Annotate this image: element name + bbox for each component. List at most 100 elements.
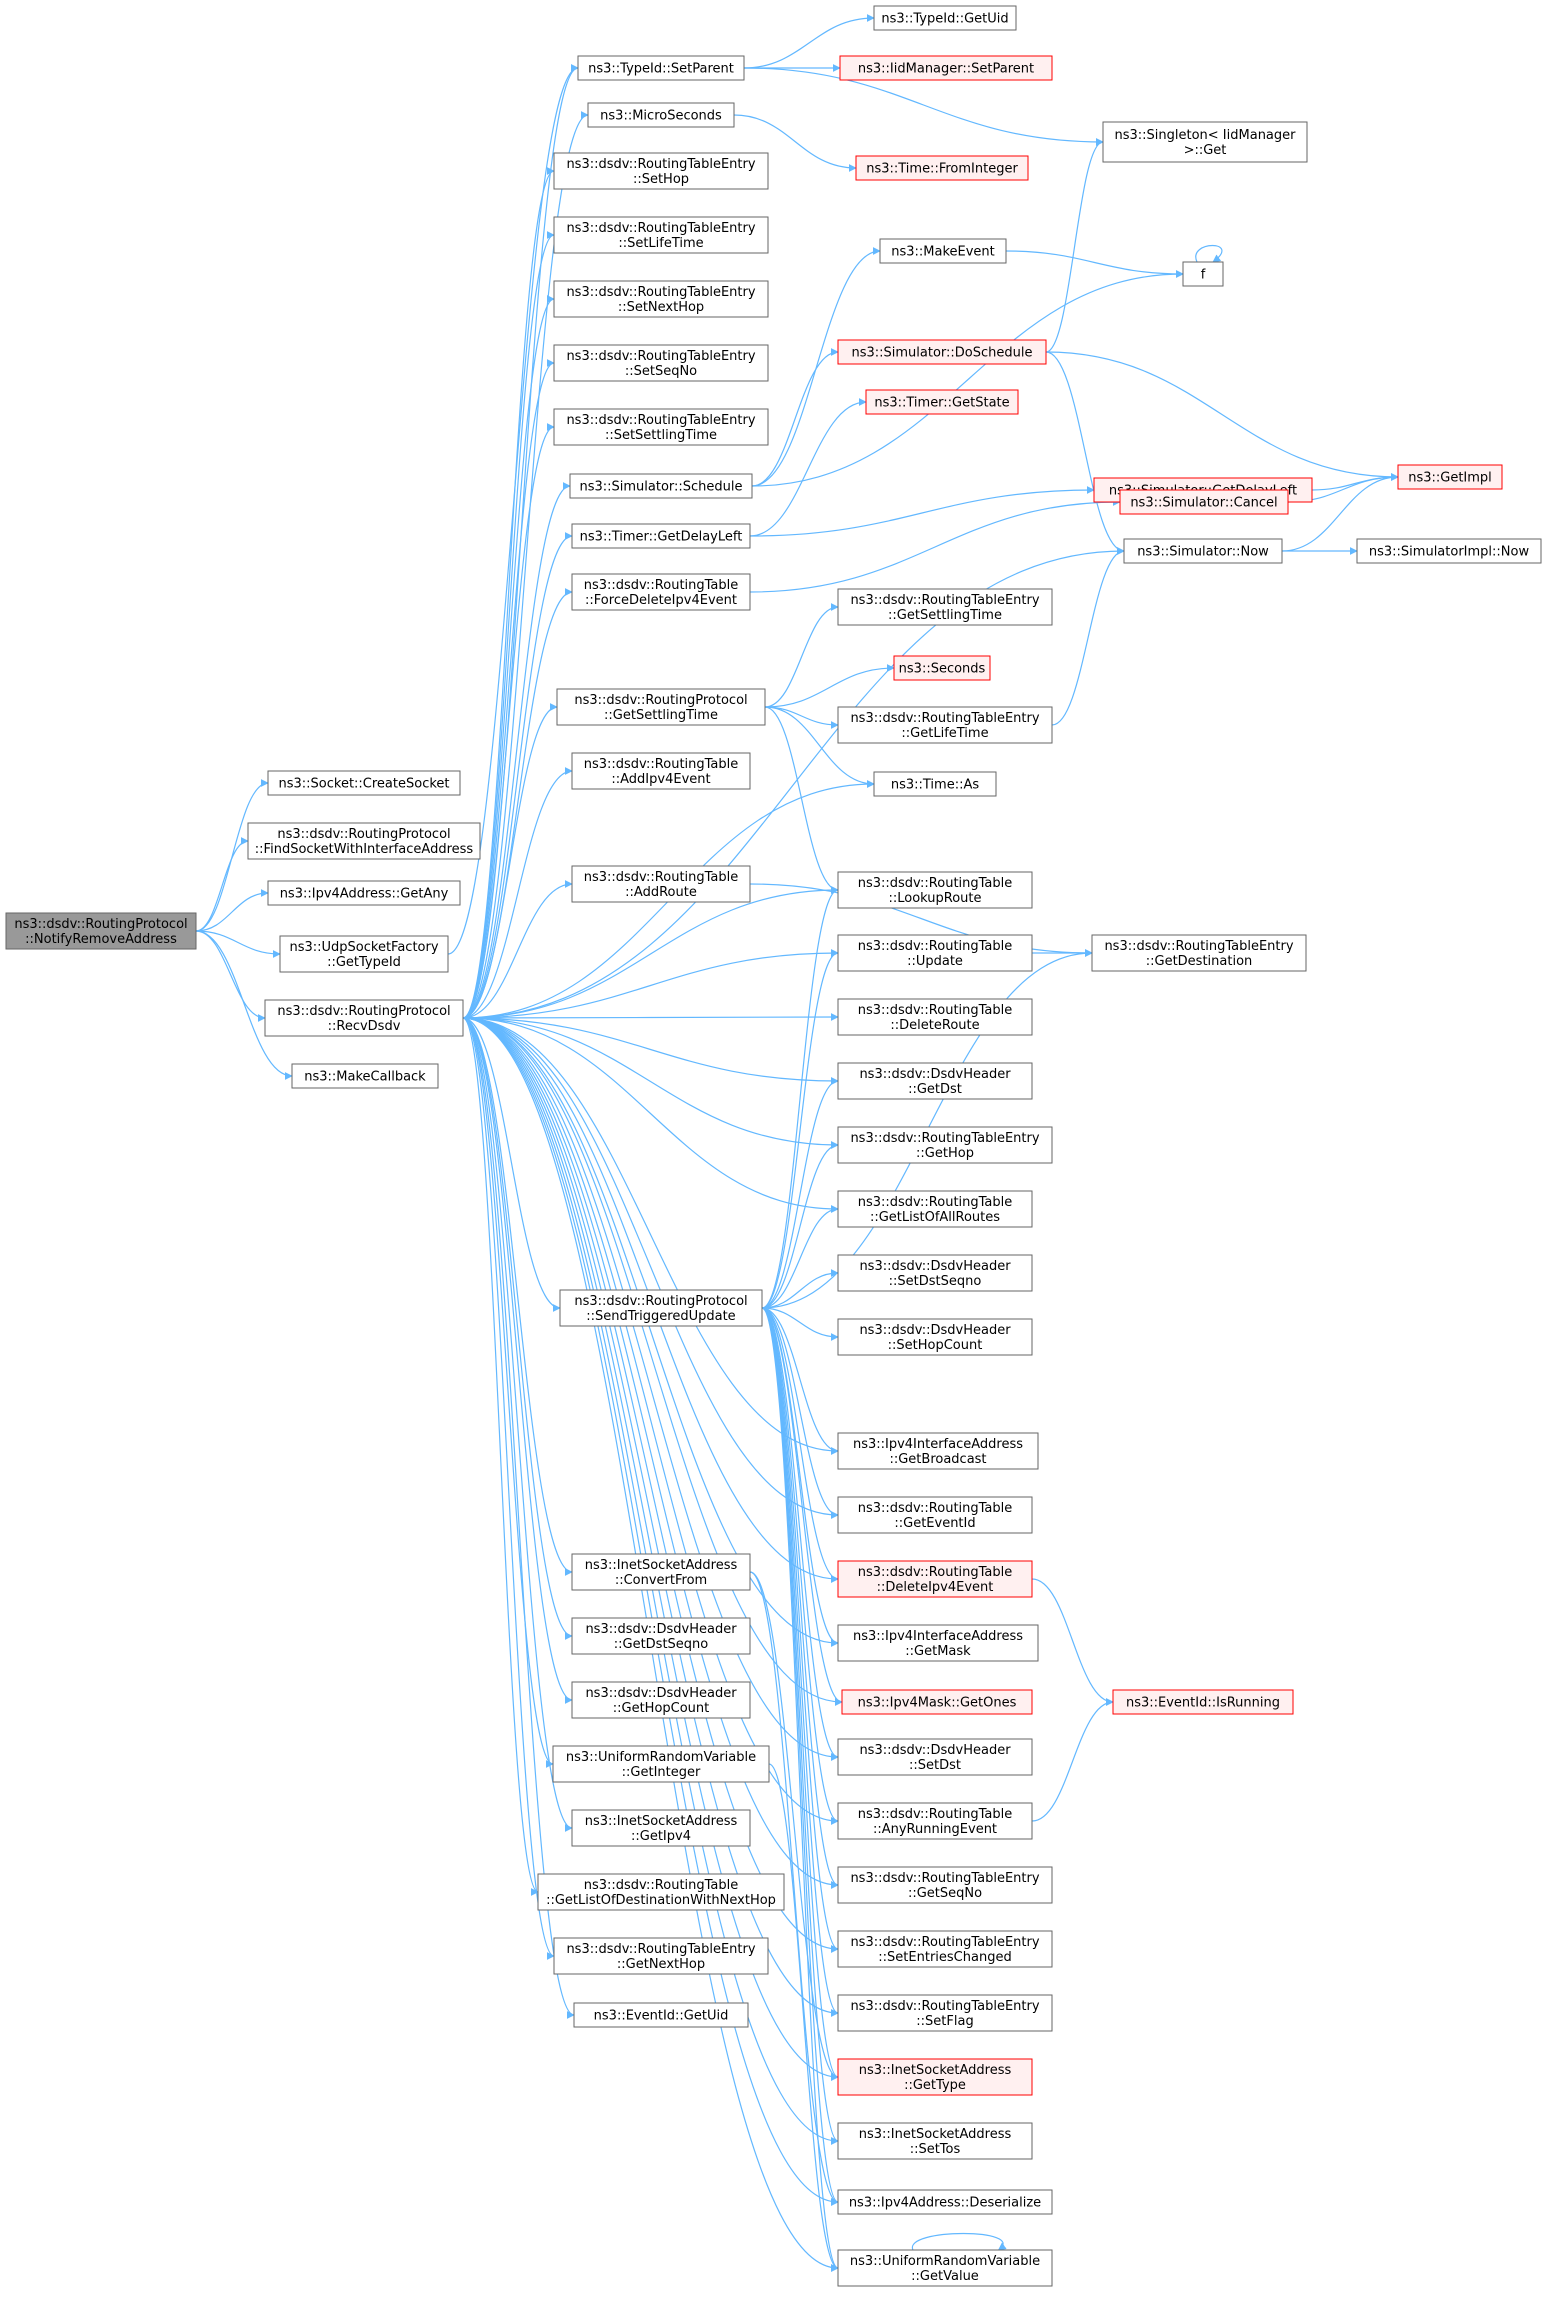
node-iidSetParent[interactable]: ns3::IidManager::SetParent (839, 55, 1053, 81)
node-label-getListAll-1: ::GetListOfAllRoutes (870, 1210, 1000, 1225)
node-now[interactable]: ns3::Simulator::Now (1123, 538, 1283, 564)
edge-getLifeTime-to-now (1051, 547, 1125, 726)
node-getDstSeqno[interactable]: ns3::dsdv::DsdvHeader::GetDstSeqno (571, 1617, 751, 1655)
node-label-getType-0: ns3::InetSocketAddress (859, 2063, 1012, 2078)
node-setHopCount[interactable]: ns3::dsdv::DsdvHeader::SetHopCount (837, 1318, 1033, 1356)
node-getDestination[interactable]: ns3::dsdv::RoutingTableEntry::GetDestina… (1091, 934, 1307, 972)
node-setHop[interactable]: ns3::dsdv::RoutingTableEntry::SetHop (553, 152, 769, 190)
edge-recvDsdv-to-getDelayLeft (462, 532, 573, 1019)
node-label-setSeqNo-0: ns3::dsdv::RoutingTableEntry (566, 349, 755, 364)
node-fromInteger[interactable]: ns3::Time::FromInteger (855, 155, 1029, 181)
node-label-udpTypeId-0: ns3::UdpSocketFactory (289, 940, 438, 955)
node-getDelayLeft[interactable]: ns3::Timer::GetDelayLeft (571, 523, 751, 549)
edge-root-to-recvDsdv (195, 930, 266, 1022)
node-getListAll[interactable]: ns3::dsdv::RoutingTable::GetListOfAllRou… (837, 1190, 1033, 1228)
node-seconds[interactable]: ns3::Seconds (893, 655, 991, 681)
node-getUid[interactable]: ns3::EventId::GetUid (573, 2002, 749, 2028)
node-forceDelete[interactable]: ns3::dsdv::RoutingTable::ForceDeleteIpv4… (571, 573, 751, 611)
node-getValue[interactable]: ns3::UniformRandomVariable::GetValue (837, 2249, 1053, 2287)
node-box-setHop (553, 152, 769, 190)
node-createSocket[interactable]: ns3::Socket::CreateSocket (267, 770, 461, 796)
node-getMask[interactable]: ns3::Ipv4InterfaceAddress::GetMask (837, 1624, 1039, 1662)
node-label-setTos-1: ::SetTos (910, 2142, 961, 2157)
node-getEventId[interactable]: ns3::dsdv::RoutingTable::GetEventId (837, 1496, 1033, 1534)
node-addIpv4Event[interactable]: ns3::dsdv::RoutingTable::AddIpv4Event (571, 752, 751, 790)
edge-anyRunning-to-isRunning (1031, 1698, 1114, 1822)
node-box-setNextHop (553, 280, 769, 318)
node-makeEvent[interactable]: ns3::MakeEvent (879, 238, 1007, 264)
node-getSeqNo[interactable]: ns3::dsdv::RoutingTableEntry::GetSeqNo (837, 1866, 1053, 1904)
node-getImpl[interactable]: ns3::GetImpl (1397, 464, 1503, 490)
node-label-sendTriggered-0: ns3::dsdv::RoutingProtocol (574, 1294, 747, 1309)
node-implNow[interactable]: ns3::SimulatorImpl::Now (1356, 538, 1542, 564)
node-box-setEntriesChanged (837, 1930, 1053, 1968)
node-label-singletonGet-1: >::Get (1184, 143, 1227, 158)
node-label-createSocket-0: ns3::Socket::CreateSocket (278, 777, 449, 792)
node-box-deleteIpv4Event (837, 1560, 1033, 1598)
node-getListNextHop[interactable]: ns3::dsdv::RoutingTable::GetListOfDestin… (537, 1873, 785, 1911)
node-getInteger[interactable]: ns3::UniformRandomVariable::GetInteger (552, 1745, 770, 1783)
node-makeCallback[interactable]: ns3::MakeCallback (291, 1063, 439, 1089)
node-box-update (837, 934, 1033, 972)
node-getDst[interactable]: ns3::dsdv::DsdvHeader::GetDst (837, 1062, 1033, 1100)
node-convertFrom[interactable]: ns3::InetSocketAddress::ConvertFrom (571, 1553, 751, 1591)
node-box-getDelayLeft (571, 523, 751, 549)
node-getBroadcast[interactable]: ns3::Ipv4InterfaceAddress::GetBroadcast (837, 1432, 1039, 1470)
node-box-getInteger (552, 1745, 770, 1783)
node-label-getInteger-1: ::GetInteger (622, 1765, 701, 1780)
node-setParent[interactable]: ns3::TypeId::SetParent (577, 55, 745, 81)
node-f[interactable]: f (1182, 261, 1224, 287)
node-recvDsdv[interactable]: ns3::dsdv::RoutingProtocol::RecvDsdv (264, 999, 464, 1037)
node-getOnes[interactable]: ns3::Ipv4Mask::GetOnes (841, 1689, 1033, 1715)
node-schedule[interactable]: ns3::Simulator::Schedule (569, 473, 753, 499)
node-box-getEventId (837, 1496, 1033, 1534)
node-getType[interactable]: ns3::InetSocketAddress::GetType (837, 2058, 1033, 2096)
node-setLifeTime[interactable]: ns3::dsdv::RoutingTableEntry::SetLifeTim… (553, 216, 769, 254)
node-getSettlingTimeE[interactable]: ns3::dsdv::RoutingTableEntry::GetSettlin… (837, 588, 1053, 626)
edge-recvDsdv-to-setSettlingTime (462, 423, 555, 1019)
node-lookupRoute[interactable]: ns3::dsdv::RoutingTable::LookupRoute (837, 871, 1033, 909)
node-setTos[interactable]: ns3::InetSocketAddress::SetTos (837, 2122, 1033, 2160)
node-anyRunning[interactable]: ns3::dsdv::RoutingTable::AnyRunningEvent (837, 1802, 1033, 1840)
node-getAny[interactable]: ns3::Ipv4Address::GetAny (267, 880, 461, 906)
node-isRunning[interactable]: ns3::EventId::IsRunning (1112, 1689, 1294, 1715)
node-setSettlingTime[interactable]: ns3::dsdv::RoutingTableEntry::SetSettlin… (553, 408, 769, 446)
node-setDstSeqno[interactable]: ns3::dsdv::DsdvHeader::SetDstSeqno (837, 1254, 1033, 1292)
node-deserialize[interactable]: ns3::Ipv4Address::Deserialize (837, 2189, 1053, 2215)
node-label-getValue-0: ns3::UniformRandomVariable (850, 2254, 1040, 2269)
node-label-getSettlingTimeP-0: ns3::dsdv::RoutingProtocol (574, 693, 747, 708)
node-root[interactable]: ns3::dsdv::RoutingProtocol::NotifyRemove… (5, 912, 197, 950)
node-setFlag[interactable]: ns3::dsdv::RoutingTableEntry::SetFlag (837, 1994, 1053, 2032)
node-typeGetUid[interactable]: ns3::TypeId::GetUid (873, 5, 1017, 31)
node-getIpv4[interactable]: ns3::InetSocketAddress::GetIpv4 (571, 1809, 751, 1847)
node-doSchedule[interactable]: ns3::Simulator::DoSchedule (837, 339, 1047, 365)
node-addRoute[interactable]: ns3::dsdv::RoutingTable::AddRoute (571, 865, 751, 903)
node-udpTypeId[interactable]: ns3::UdpSocketFactory::GetTypeId (279, 935, 449, 973)
node-label-getIpv4-0: ns3::InetSocketAddress (585, 1814, 738, 1829)
node-setEntriesChanged[interactable]: ns3::dsdv::RoutingTableEntry::SetEntries… (837, 1930, 1053, 1968)
node-deleteRoute[interactable]: ns3::dsdv::RoutingTable::DeleteRoute (837, 998, 1033, 1036)
node-microSeconds[interactable]: ns3::MicroSeconds (587, 102, 735, 128)
node-findSocket[interactable]: ns3::dsdv::RoutingProtocol::FindSocketWi… (247, 822, 481, 860)
edge-doSchedule-to-getImpl (1045, 351, 1399, 481)
edge-recvDsdv-to-lookupRoute (462, 886, 839, 1019)
node-timeAs[interactable]: ns3::Time::As (873, 771, 997, 797)
node-deleteIpv4Event[interactable]: ns3::dsdv::RoutingTable::DeleteIpv4Event (837, 1560, 1033, 1598)
node-getHopCount[interactable]: ns3::dsdv::DsdvHeader::GetHopCount (571, 1681, 751, 1719)
node-label-forceDelete-0: ns3::dsdv::RoutingTable (584, 578, 739, 593)
edge-makeEvent-to-f (1005, 250, 1184, 278)
node-setSeqNo[interactable]: ns3::dsdv::RoutingTableEntry::SetSeqNo (553, 344, 769, 382)
node-update[interactable]: ns3::dsdv::RoutingTable::Update (837, 934, 1033, 972)
node-timerGetState[interactable]: ns3::Timer::GetState (865, 389, 1019, 415)
node-getNextHop[interactable]: ns3::dsdv::RoutingTableEntry::GetNextHop (553, 1937, 769, 1975)
node-getHop[interactable]: ns3::dsdv::RoutingTableEntry::GetHop (837, 1126, 1053, 1164)
edge-recvDsdv-to-setSeqNo (462, 359, 555, 1019)
node-setDst[interactable]: ns3::dsdv::DsdvHeader::SetDst (837, 1738, 1033, 1776)
node-setNextHop[interactable]: ns3::dsdv::RoutingTableEntry::SetNextHop (553, 280, 769, 318)
node-singletonGet[interactable]: ns3::Singleton< IidManager>::Get (1102, 121, 1308, 163)
node-cancel[interactable]: ns3::Simulator::Cancel (1119, 489, 1289, 515)
node-sendTriggered[interactable]: ns3::dsdv::RoutingProtocol::SendTriggere… (559, 1289, 763, 1327)
node-getSettlingTimeP[interactable]: ns3::dsdv::RoutingProtocol::GetSettlingT… (556, 688, 766, 726)
node-getLifeTime[interactable]: ns3::dsdv::RoutingTableEntry::GetLifeTim… (837, 706, 1053, 744)
